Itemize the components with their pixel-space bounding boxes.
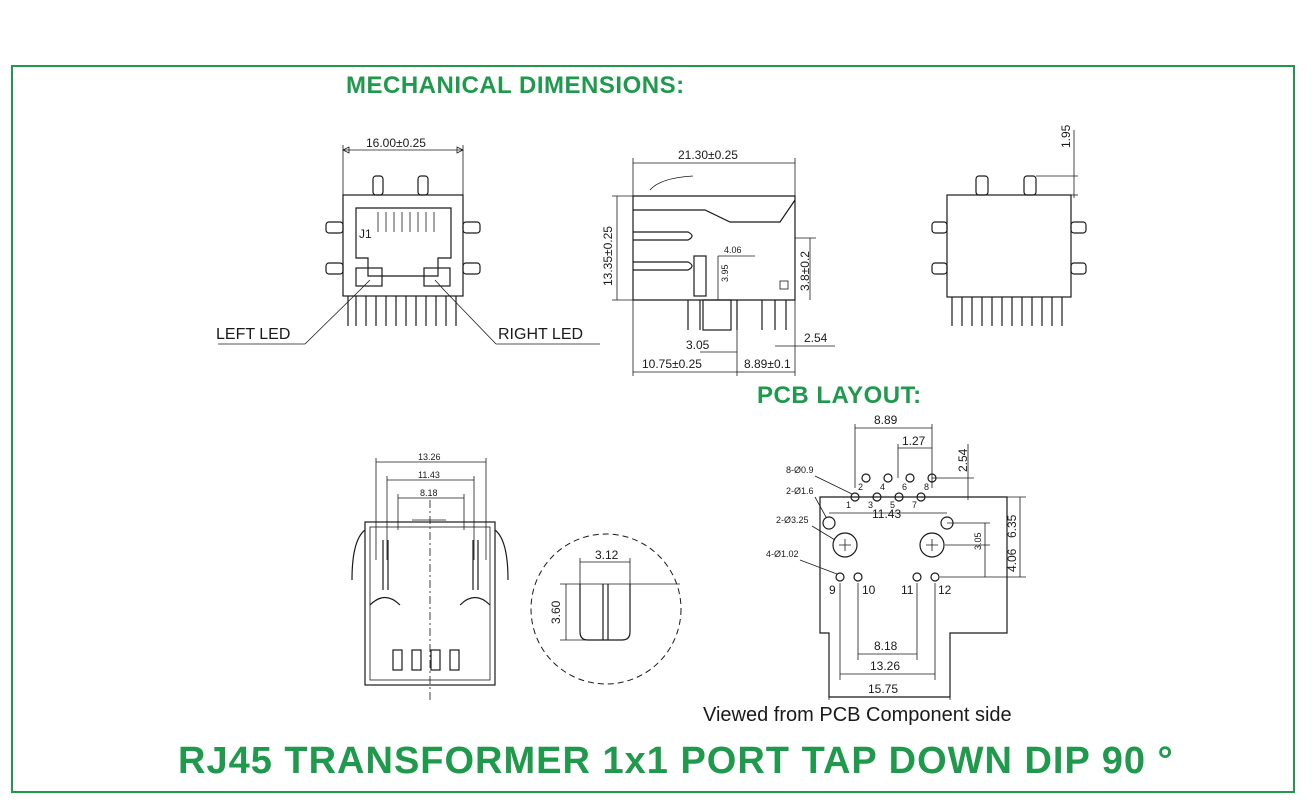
- bottom-dim-c: 8.18: [420, 488, 438, 498]
- pcb-pitch-row: 8.89: [874, 413, 898, 427]
- front-view: 16.00±0.25 J1: [216, 136, 600, 345]
- pcb-span-1326: 13.26: [870, 659, 900, 673]
- pcb-layout-heading: PCB LAYOUT:: [757, 382, 922, 409]
- side-height-dim: 13.35±0.25: [601, 226, 615, 286]
- rear-view: 1.95: [931, 124, 1087, 326]
- detail-width: 3.12: [595, 548, 619, 562]
- side-pin-offset: 4.06: [724, 245, 742, 255]
- pin-number-8: 8: [924, 482, 929, 492]
- callout-mount-holes: 2-Ø3.25: [776, 515, 809, 525]
- side-length-dim: 21.30±0.25: [678, 148, 738, 162]
- detail-height: 3.60: [549, 600, 563, 624]
- side-rear-dim: 8.89±0.1: [744, 357, 791, 371]
- rear-tab-height: 1.95: [1059, 124, 1073, 148]
- callout-small-holes: 8-Ø0.9: [786, 465, 814, 475]
- left-led-label: LEFT LED: [216, 326, 290, 343]
- side-pitch-305: 3.05: [686, 338, 710, 352]
- pcb-layout-view: 8.89 1.27 2.54 2 4 6 8 1 3 5 7 11.43: [766, 413, 1026, 700]
- bottom-dim-a: 13.26: [418, 452, 441, 462]
- side-pitch-254: 2.54: [804, 331, 828, 345]
- pin-number-1: 1: [846, 500, 851, 510]
- pcb-dim-406: 4.06: [1005, 548, 1019, 572]
- pin-number-5: 5: [890, 500, 895, 510]
- pcb-pin-holes: [850, 473, 937, 502]
- pcb-led-span: 11.43: [872, 507, 901, 521]
- shield-pin-10: 10: [862, 583, 876, 597]
- drawing-frame: [11, 65, 1295, 793]
- pin-number-7: 7: [912, 500, 917, 510]
- side-front-dim: 10.75±0.25: [642, 357, 702, 371]
- callout-led-holes: 2-Ø1.6: [786, 486, 814, 496]
- pin-number-6: 6: [902, 482, 907, 492]
- pcb-span-1575: 15.75: [868, 682, 898, 696]
- side-view: 21.30±0.25 13.35±0.25 4.06 3.95 3.8±0.2 …: [601, 148, 835, 376]
- pin-number-2: 2: [858, 482, 863, 492]
- front-port-label: J1: [359, 227, 372, 241]
- shield-pin-12: 12: [938, 583, 952, 597]
- bottom-view: 13.26 11.43 8.18: [351, 452, 509, 700]
- product-title: RJ45 TRANSFORMER 1x1 PORT TAP DOWN DIP 9…: [178, 740, 1174, 782]
- detail-view: 3.12 3.60: [530, 533, 682, 685]
- pcb-dim-305: 3.05: [973, 532, 983, 550]
- side-pin-offset-vertical: 3.95: [720, 264, 730, 282]
- mechanical-dimensions-heading: MECHANICAL DIMENSIONS:: [346, 72, 685, 99]
- bottom-dim-b: 11.43: [418, 470, 440, 480]
- pcb-pitch-pin: 1.27: [902, 434, 926, 448]
- side-standoff-dim: 3.8±0.2: [798, 251, 812, 291]
- pin-number-4: 4: [880, 482, 885, 492]
- front-width-dim: 16.00±0.25: [366, 136, 426, 150]
- pin-number-3: 3: [868, 500, 873, 510]
- pcb-dim-635: 6.35: [1005, 514, 1019, 538]
- shield-pin-11: 11: [901, 583, 914, 597]
- callout-shield-holes: 4-Ø1.02: [766, 549, 799, 559]
- right-led-label: RIGHT LED: [498, 326, 583, 343]
- pcb-row-offset: 2.54: [956, 448, 970, 472]
- shield-pin-9: 9: [829, 583, 836, 597]
- pcb-span-818: 8.18: [874, 639, 898, 653]
- viewed-from-caption: Viewed from PCB Component side: [703, 704, 1012, 726]
